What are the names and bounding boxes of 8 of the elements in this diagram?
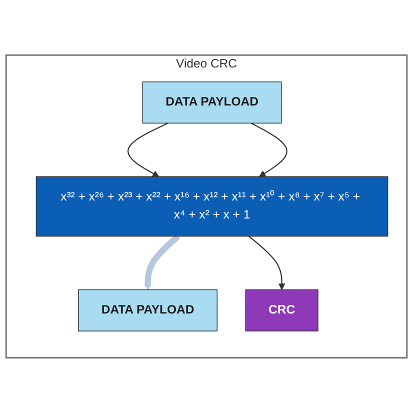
node-box: DATA PAYLOAD bbox=[142, 82, 282, 124]
arrow bbox=[250, 122, 288, 177]
node-box: DATA PAYLOAD bbox=[78, 289, 218, 332]
node-box: CRC bbox=[245, 289, 318, 332]
node-box: x³² + x²⁶ + x²³ + x²² + x¹⁶ + x¹² + x¹¹ + x¹⁰ + x⁸ + x⁷ + x⁵ + x⁴ + x² + x + 1 bbox=[36, 176, 388, 237]
arrow bbox=[128, 122, 168, 177]
arrow bbox=[248, 236, 286, 290]
arrow bbox=[144, 234, 180, 290]
